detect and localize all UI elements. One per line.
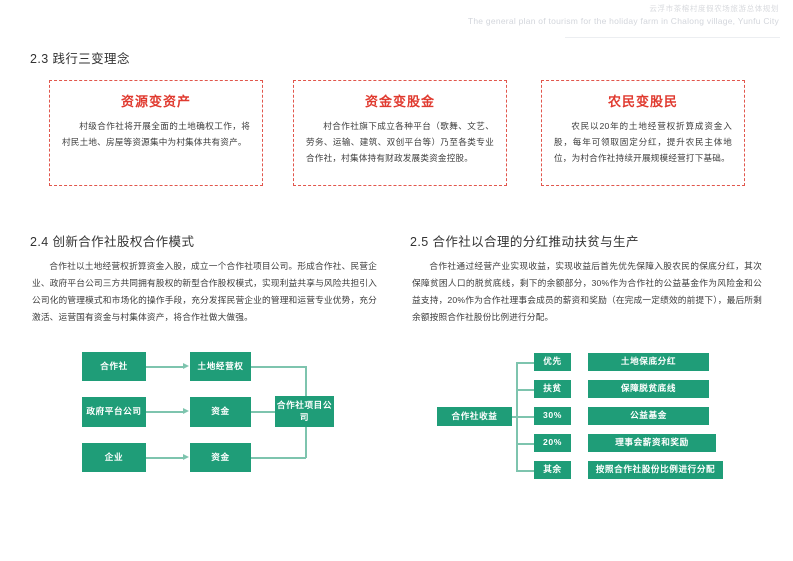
distribution-value-4[interactable]: 理事会薪资和奖励: [588, 434, 716, 452]
connector-root-spine: [516, 362, 518, 470]
distribution-value-3[interactable]: 公益基金: [588, 407, 709, 425]
header-title-cn: 云浮市茶榕村度假农场旅游总体规划: [649, 4, 779, 13]
flow-box-contribution-3[interactable]: 资金: [190, 443, 251, 472]
section-2-5-paragraph: 合作社通过经营产业实现收益，实现收益后首先优先保障入股农民的保底分红，其次保障贫…: [412, 261, 762, 322]
concept-card-2-body: 村合作社旗下成立各种平台（歌舞、文艺、劳务、运输、建筑、双创平台等）乃至各类专业…: [306, 121, 494, 163]
concept-card-1: 资源变资产 村级合作社将开展全面的土地确权工作，将村民土地、房屋等资源集中为村集…: [49, 80, 263, 186]
concept-card-1-title: 资源变资产: [120, 94, 191, 109]
connector-source3-to-contrib3: [146, 457, 184, 459]
connector-branch-5: [516, 470, 534, 472]
connector-contrib1-vertical: [305, 366, 307, 411]
distribution-value-1[interactable]: 土地保底分红: [588, 353, 709, 371]
header-divider: [565, 37, 780, 38]
section-2-4-paragraph: 合作社以土地经营权折算资金入股，成立一个合作社项目公司。形成合作社、民营企业、政…: [32, 261, 377, 322]
flow-box-contribution-2[interactable]: 资金: [190, 397, 251, 427]
concept-card-2-title: 资金变股金: [364, 94, 435, 109]
section-title-2-4: 2.4 创新合作社股权合作模式: [30, 235, 195, 249]
connector-branch-1: [516, 362, 534, 364]
flow-box-project-company[interactable]: 合作社项目公司: [275, 396, 334, 427]
flow-box-source-2[interactable]: 政府平台公司: [82, 397, 146, 427]
connector-branch-4: [516, 443, 534, 445]
flow-box-source-1[interactable]: 合作社: [82, 352, 146, 381]
connector-source2-to-contrib2: [146, 411, 184, 413]
distribution-key-4[interactable]: 20%: [534, 434, 571, 452]
connector-branch-2: [516, 389, 534, 391]
distribution-key-1[interactable]: 优先: [534, 353, 571, 371]
section-title-2-3: 2.3 践行三变理念: [30, 52, 130, 66]
document-header: 云浮市茶榕村度假农场旅游总体规划 The general plan of tou…: [468, 4, 779, 28]
distribution-key-2[interactable]: 扶贫: [534, 380, 571, 398]
concept-card-3: 农民变股民 农民以20年的土地经营权折算成资金入股，每年可领取固定分红，提升农民…: [541, 80, 745, 186]
distribution-key-5[interactable]: 其余: [534, 461, 571, 479]
header-title-en: The general plan of tourism for the holi…: [467, 16, 779, 27]
connector-source1-to-contrib1: [146, 366, 184, 368]
arrow-head-3: [183, 453, 189, 460]
connector-contrib3-to-target: [250, 457, 306, 459]
connector-root-trunk: [512, 416, 534, 418]
concept-card-1-body: 村级合作社将开展全面的土地确权工作，将村民土地、房屋等资源集中为村集体共有资产。: [62, 121, 250, 147]
connector-contrib1-to-target: [250, 366, 306, 368]
concept-card-3-title: 农民变股民: [607, 94, 678, 109]
connector-contrib3-vertical: [305, 427, 307, 458]
distribution-root-box[interactable]: 合作社收益: [437, 407, 512, 426]
concept-card-3-body: 农民以20年的土地经营权折算成资金入股，每年可领取固定分红，提升农民主体地位，为…: [554, 121, 732, 163]
distribution-key-3[interactable]: 30%: [534, 407, 571, 425]
section-title-2-5: 2.5 合作社以合理的分红推动扶贫与生产: [410, 235, 639, 249]
connector-contrib2-to-target: [250, 411, 276, 413]
flow-box-source-3[interactable]: 企业: [82, 443, 146, 472]
arrow-head-2: [183, 407, 189, 414]
distribution-value-5[interactable]: 按照合作社股份比例进行分配: [588, 461, 723, 479]
arrow-head-1: [183, 362, 189, 369]
concept-card-2: 资金变股金 村合作社旗下成立各种平台（歌舞、文艺、劳务、运输、建筑、双创平台等）…: [293, 80, 507, 186]
distribution-value-2[interactable]: 保障脱贫底线: [588, 380, 709, 398]
flow-box-contribution-1[interactable]: 土地经营权: [190, 352, 251, 381]
